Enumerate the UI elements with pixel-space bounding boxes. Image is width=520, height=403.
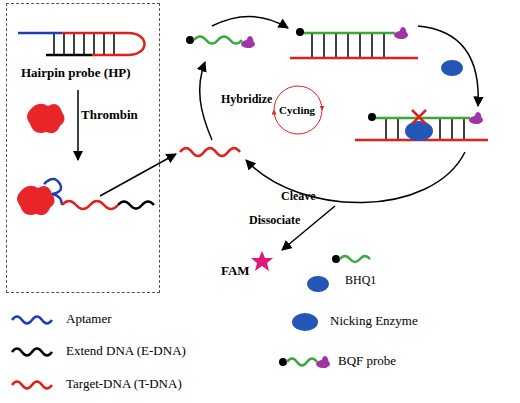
- base-pair: [451, 118, 453, 140]
- thrombin-protein: [27, 104, 65, 133]
- fluorophore-lobe: [322, 356, 329, 368]
- step-label: Cycling: [279, 104, 315, 116]
- base-pair: [359, 33, 361, 58]
- base-pair: [63, 33, 65, 55]
- base-pair: [103, 33, 105, 55]
- probe-fragment: [340, 256, 370, 262]
- fluorophore: [241, 36, 255, 48]
- nicking-enzyme: [307, 276, 329, 292]
- fluorophore: [469, 112, 483, 124]
- cut-stroke: [412, 110, 426, 124]
- base-pair: [371, 33, 373, 58]
- base-pair: [383, 33, 385, 58]
- legend-sample: [12, 317, 52, 324]
- base-pair: [385, 118, 387, 140]
- target-strand: [180, 148, 240, 156]
- base-pair: [113, 33, 115, 55]
- thrombin-protein: [17, 186, 55, 215]
- base-pair: [83, 33, 85, 55]
- probe-strand: [376, 117, 470, 120]
- enzyme-arrow: [418, 26, 478, 106]
- probe-strand: [194, 37, 242, 44]
- fluorophore-lobe: [400, 27, 407, 39]
- probe-strand: [304, 32, 395, 35]
- step-label: BHQ1: [345, 274, 376, 287]
- hybridize-arrow: [212, 16, 288, 28]
- base-pair: [397, 118, 399, 140]
- legend-label: Nicking Enzyme: [330, 314, 418, 328]
- node-label: Thrombin: [81, 108, 138, 122]
- step-label: Cleave: [281, 190, 316, 203]
- cleave-arrow: [246, 152, 465, 203]
- hairpin-loop: [92, 33, 145, 55]
- step-label: FAM: [221, 264, 250, 278]
- release-arrow: [100, 154, 176, 196]
- base-pair: [439, 118, 441, 140]
- nicking-enzyme: [441, 60, 463, 76]
- legend-sample: [279, 358, 287, 366]
- aptamer-strand: [44, 179, 62, 205]
- dashed-group-box: Hairpin probe (HP) Thrombin: [6, 3, 160, 293]
- base-pair: [93, 33, 95, 55]
- target-strand: [62, 32, 128, 35]
- base-pair: [347, 33, 349, 58]
- base-pair: [463, 118, 465, 140]
- target-strand: [62, 201, 118, 209]
- base-pairs: [312, 33, 384, 58]
- step-label: Dissociate: [249, 214, 300, 227]
- quencher-dot: [296, 28, 304, 36]
- legend-label: Aptamer: [66, 312, 111, 326]
- binding-arrow: [77, 90, 79, 160]
- legend-label: Target-DNA (T-DNA): [66, 377, 182, 391]
- legend-sample: [287, 359, 317, 366]
- legend-sample: [12, 382, 52, 389]
- quencher-dot: [332, 255, 340, 263]
- cut-stroke: [412, 110, 426, 124]
- dissociate-arrow: [282, 206, 335, 250]
- fluorophore-lobe: [247, 36, 254, 48]
- legend-sample: [316, 356, 330, 368]
- fluorophore: [394, 27, 408, 39]
- base-pair: [311, 33, 313, 58]
- hairpin-probe: [18, 33, 145, 55]
- base-pairs: [54, 33, 114, 55]
- legend-sample: [12, 349, 52, 356]
- base-pair: [73, 33, 75, 55]
- base-pair: [335, 33, 337, 58]
- legend-label: BQF probe: [338, 354, 396, 368]
- cut-mark: [412, 110, 426, 124]
- quencher-dot: [186, 36, 194, 44]
- aptamer-strand: [18, 32, 62, 35]
- legend-label: Extend DNA (E-DNA): [66, 344, 186, 358]
- node-label: Hairpin probe (HP): [21, 66, 131, 80]
- base-pair: [323, 33, 325, 58]
- target-strand: [290, 57, 418, 60]
- fluorophore-lobe: [475, 112, 482, 124]
- quencher-dot: [368, 113, 376, 121]
- extend-strand: [46, 54, 92, 57]
- nicking-enzyme: [405, 121, 433, 141]
- base-pair: [53, 33, 55, 55]
- fam-star: [251, 251, 273, 271]
- legend-sample: [292, 313, 318, 331]
- hybridize-arrow: [200, 62, 212, 140]
- step-label: Hybridize: [221, 93, 272, 106]
- extend-strand: [118, 202, 154, 209]
